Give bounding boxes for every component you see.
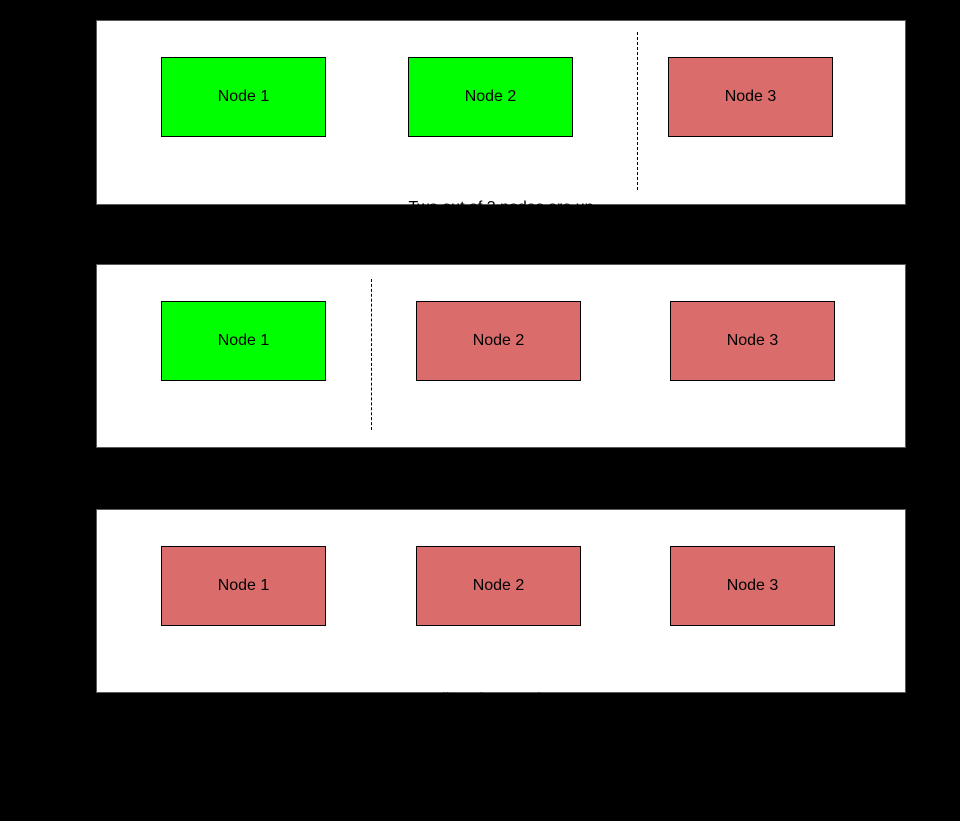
scenario-panel-two-down: Node 1 Node 2 Node 3 Two out of 3 nodes … [96,264,906,532]
scenario-caption: All Nodes are down Majority Fails & Clus… [97,645,905,821]
node-label: Node 2 [472,332,525,349]
node-label: Node 3 [726,577,779,594]
node-label: Node 2 [472,577,525,594]
scenario-panel-two-up: Node 1 Node 2 Node 3 Two out of 3 nodes … [96,20,906,282]
scenario-panel-all-down: Node 1 Node 2 Node 3 All Nodes are down … [96,509,906,774]
node-label: Node 1 [217,577,270,594]
caption-line-1: Two out of 3 nodes are up [408,199,594,216]
node-box-3: Node 3 [670,546,835,626]
node-box-3: Node 3 [668,57,833,137]
partition-divider-line [371,279,372,430]
node-box-1: Node 1 [161,57,326,137]
node-box-1: Node 1 [161,546,326,626]
partition-divider-line [637,32,638,190]
node-label: Node 2 [464,88,517,105]
node-box-3: Node 3 [670,301,835,381]
caption-line-1: All Nodes are down [431,691,571,708]
node-label: Node 1 [217,332,270,349]
node-label: Node 1 [217,88,270,105]
caption-line-2: Majority Fails & Cluster Stops [396,757,606,774]
node-label: Node 3 [724,88,777,105]
diagram-canvas: Node 1 Node 2 Node 3 Two out of 3 nodes … [96,20,906,774]
node-box-2: Node 2 [408,57,573,137]
node-label: Node 3 [726,332,779,349]
node-box-2: Node 2 [416,546,581,626]
node-box-1: Node 1 [161,301,326,381]
node-box-2: Node 2 [416,301,581,381]
caption-line-1: Two out of 3 nodes are down [398,449,604,466]
